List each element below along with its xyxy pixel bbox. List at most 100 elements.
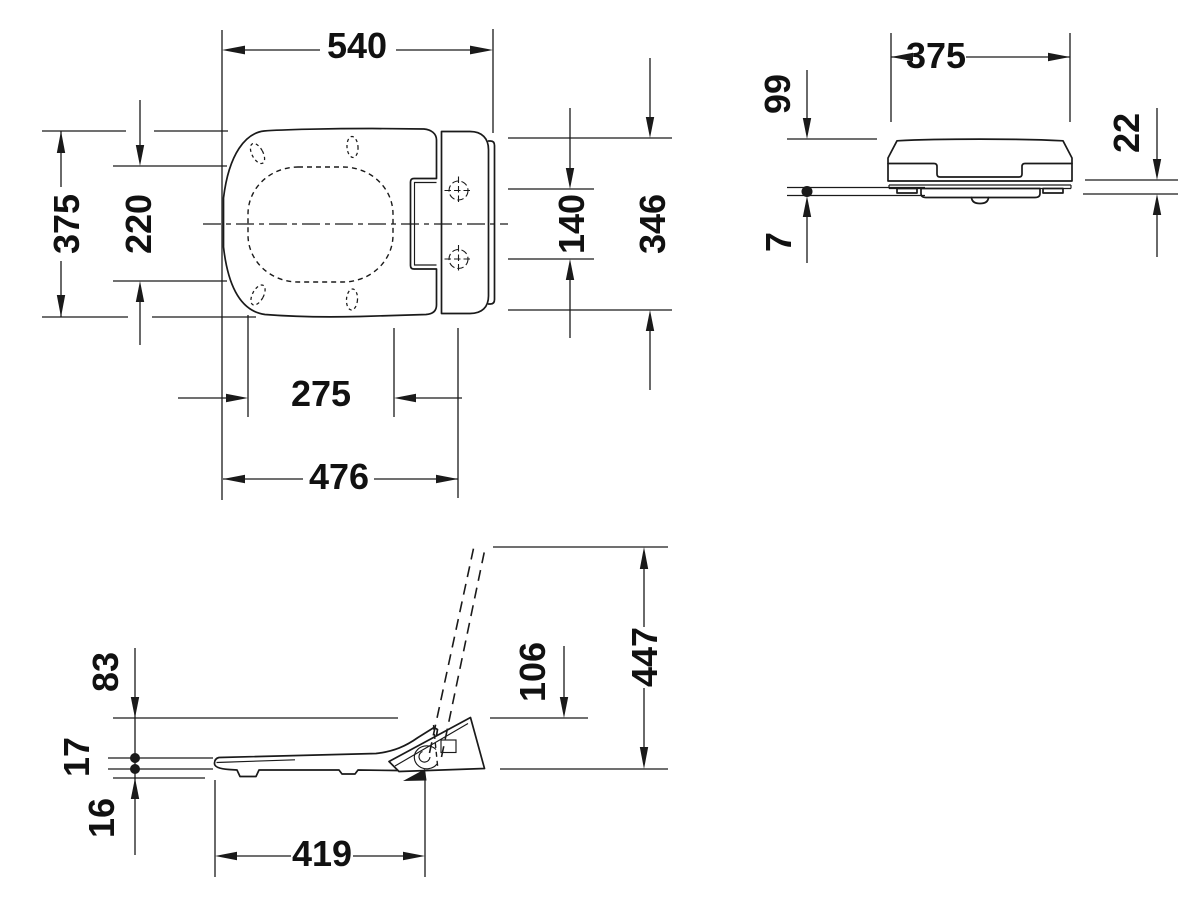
- dim-140-arrow-bottom: [565, 259, 575, 280]
- dim-346-label: 346: [632, 194, 673, 254]
- dim-22-arrow-bottom: [1152, 194, 1162, 215]
- dim-140-arrow-top: [565, 168, 575, 189]
- dim-16: 16: [81, 777, 205, 838]
- unit-control-box: [440, 739, 457, 754]
- dim-17-extension-lines: [108, 757, 213, 770]
- dim-419-extension-lines: [214, 780, 426, 877]
- dim-99: 99: [757, 70, 877, 140]
- seat-outline: [222, 127, 438, 318]
- dim-22: 22: [1083, 108, 1178, 257]
- dim-375-top: 375: [890, 33, 1071, 122]
- dim-346-arrow-top: [645, 117, 655, 138]
- bumper-top-left: [249, 142, 266, 165]
- dim-346-extension-lines: [508, 137, 672, 311]
- dim-22-arrow-top: [1152, 159, 1162, 180]
- dim-476-arrow-right: [436, 474, 458, 484]
- dim-17-dot-bottom: [130, 764, 140, 774]
- dim-16-arrow: [130, 778, 140, 799]
- dim-447-arrow-top: [639, 547, 649, 569]
- dim-106-arrow: [559, 697, 569, 718]
- dim-220-arrow-bottom: [135, 281, 145, 302]
- dim-7-dot: [801, 186, 813, 197]
- dim-99-label: 99: [757, 74, 798, 114]
- dim-476: 476: [223, 328, 459, 498]
- dim-275-extension-lines: [247, 315, 395, 417]
- dim-419-arrow-left: [215, 851, 237, 861]
- dim-7-arrow: [802, 196, 812, 217]
- dim-275-arrow-left: [226, 393, 248, 403]
- front-view: 375 99 7 22: [757, 33, 1178, 263]
- dim-275: 275: [178, 315, 462, 417]
- side-view: 83 17 16 106 447: [56, 546, 668, 877]
- dim-375-left-extension-lines: [42, 130, 256, 318]
- base-plate: [920, 187, 1041, 199]
- hinge-mechanism-curl: [413, 745, 438, 770]
- bumper-bottom-middle: [345, 288, 359, 311]
- dim-375-top-label: 375: [906, 35, 966, 76]
- dim-7: 7: [758, 186, 925, 263]
- dim-275-label: 275: [291, 373, 351, 414]
- dim-220: 220: [113, 100, 227, 345]
- dim-106-label: 106: [512, 642, 553, 702]
- dim-83-label: 83: [85, 652, 126, 692]
- dim-375-left-arrow-bottom: [56, 295, 66, 317]
- dim-16-label: 16: [81, 798, 122, 838]
- mounting-hole-bottom: [444, 245, 473, 273]
- bumper-bottom-left: [250, 284, 266, 306]
- seat-opening-dashed: [247, 166, 394, 283]
- dim-447-arrow-bottom: [639, 747, 649, 769]
- dim-22-extension-lines: [1083, 179, 1178, 195]
- dim-447-label: 447: [624, 627, 665, 687]
- dim-375-left-arrow-top: [56, 131, 66, 153]
- dim-540-extension-lines: [221, 29, 494, 500]
- plan-view: 540 375 220 140: [42, 25, 673, 500]
- dim-220-extension-lines: [113, 165, 227, 282]
- dim-220-arrow-top: [135, 145, 145, 166]
- hinge-pivot-dashed-line: [432, 724, 439, 771]
- dim-220-label: 220: [118, 194, 159, 254]
- seat-profile-inner-line: [216, 759, 296, 764]
- foot-right: [1042, 187, 1064, 194]
- dim-540: 540: [221, 25, 494, 500]
- seat-lid-split-line: [887, 162, 1073, 178]
- dim-419-arrow-right: [403, 851, 425, 861]
- center-bump: [970, 196, 990, 205]
- dim-419-label: 419: [292, 833, 352, 874]
- seat-profile: [213, 726, 439, 778]
- dim-83-arrow: [130, 697, 140, 718]
- dim-540-label: 540: [327, 25, 387, 66]
- dim-540-arrow-left: [222, 45, 245, 55]
- dim-375-top-arrow-right: [1048, 52, 1070, 62]
- dim-99-arrow: [802, 118, 812, 139]
- dim-17-dot-top: [130, 753, 140, 763]
- dim-140-label: 140: [551, 194, 592, 254]
- base-band: [888, 184, 1072, 190]
- dim-275-arrow-right: [394, 393, 416, 403]
- dim-7-label: 7: [758, 232, 799, 252]
- unit-end-cap: [487, 140, 496, 305]
- dim-346: 346: [508, 58, 673, 390]
- seat-stop-filled-triangle: [403, 769, 427, 781]
- dim-17-label: 17: [56, 737, 97, 777]
- dim-140: 140: [508, 108, 594, 338]
- dim-419: 419: [214, 780, 426, 877]
- dim-476-arrow-left: [223, 474, 245, 484]
- dim-447: 447: [493, 546, 668, 770]
- dim-140-extension-lines: [508, 188, 594, 260]
- dim-375-left-label: 375: [46, 194, 87, 254]
- dim-22-label: 22: [1106, 113, 1147, 153]
- dim-540-arrow-right: [470, 45, 493, 55]
- dim-83: 83: [85, 648, 140, 855]
- foot-left: [896, 187, 918, 194]
- dim-476-label: 476: [309, 456, 369, 497]
- dim-17: 17: [56, 737, 213, 777]
- bumper-top-middle: [346, 135, 359, 159]
- unit-wedge-outline: [388, 716, 486, 773]
- dim-375-top-arrow-left: [891, 52, 913, 62]
- dim-375-left: 375: [42, 130, 256, 318]
- unit-outline-front: [887, 138, 1073, 182]
- mounting-hole-top: [444, 176, 473, 205]
- dim-106: 106: [512, 642, 569, 718]
